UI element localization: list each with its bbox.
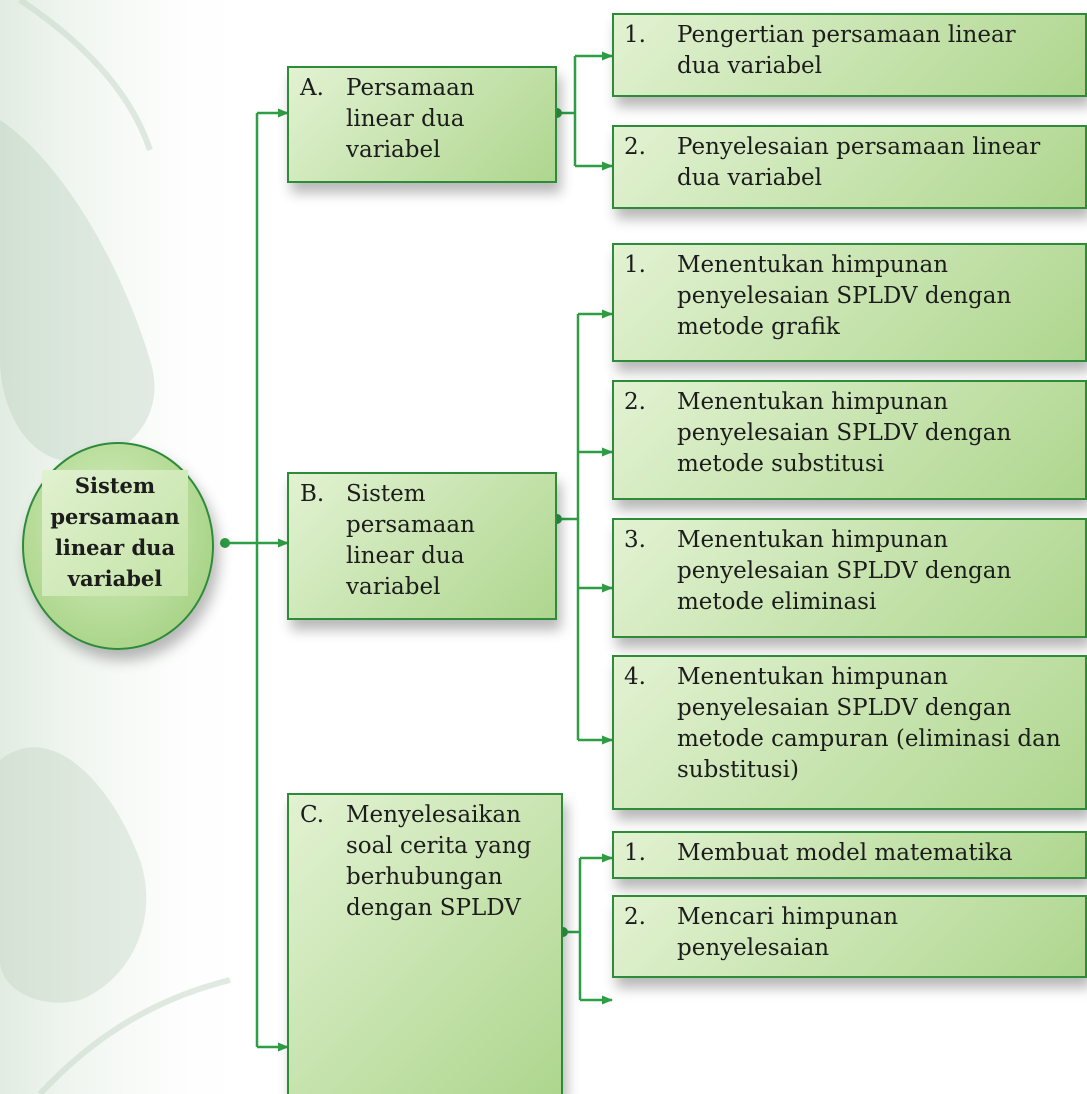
section-a-label: Persamaan linear dua variabel bbox=[346, 75, 475, 163]
item-b4-number: 4. bbox=[624, 664, 646, 690]
section-c-box: C. Menyelesaikan soal cerita yang berhub… bbox=[287, 793, 563, 1094]
item-a1-number: 1. bbox=[624, 22, 646, 48]
item-b4-box: 4. Menentukan himpunan penyelesaian SPLD… bbox=[612, 655, 1087, 810]
item-b2-number: 2. bbox=[624, 389, 646, 415]
item-c1-number: 1. bbox=[624, 840, 646, 866]
root-node-label: Sistem persamaan linear dua variabel bbox=[42, 470, 188, 596]
item-a2-number: 2. bbox=[624, 134, 646, 160]
item-b1-box: 1. Menentukan himpunan penyelesaian SPLD… bbox=[612, 243, 1087, 362]
section-b-letter: B. bbox=[300, 481, 325, 507]
item-b1-number: 1. bbox=[624, 252, 646, 278]
item-b2-label: Menentukan himpunan penyelesaian SPLDV d… bbox=[677, 389, 1012, 477]
item-c2-label: Mencari himpunan penyelesaian bbox=[677, 904, 899, 961]
item-b1-label: Menentukan himpunan penyelesaian SPLDV d… bbox=[677, 252, 1012, 340]
item-a1-box: 1. Pengertian persamaan linear dua varia… bbox=[612, 13, 1087, 97]
section-b-box: B. Sistem persamaan linear dua variabel bbox=[287, 472, 557, 620]
item-b3-box: 3. Menentukan himpunan penyelesaian SPLD… bbox=[612, 518, 1087, 638]
item-a1-label: Pengertian persamaan linear dua variabel bbox=[677, 22, 1016, 79]
item-a2-label: Penyelesaian persamaan linear dua variab… bbox=[677, 134, 1041, 191]
item-b4-label: Menentukan himpunan penyelesaian SPLDV d… bbox=[677, 664, 1061, 783]
section-a-letter: A. bbox=[300, 75, 324, 101]
section-b-label: Sistem persamaan linear dua variabel bbox=[346, 481, 475, 600]
item-c2-box: 2. Mencari himpunan penyelesaian bbox=[612, 895, 1087, 978]
item-c1-label: Membuat model matematika bbox=[677, 840, 1013, 866]
item-c1-box: 1. Membuat model matematika bbox=[612, 831, 1087, 879]
item-c2-number: 2. bbox=[624, 904, 646, 930]
item-b2-box: 2. Menentukan himpunan penyelesaian SPLD… bbox=[612, 380, 1087, 500]
section-c-label: Menyelesaikan soal cerita yang berhubung… bbox=[346, 802, 532, 921]
item-b3-label: Menentukan himpunan penyelesaian SPLDV d… bbox=[677, 527, 1012, 615]
section-c-letter: C. bbox=[300, 802, 325, 828]
item-b3-number: 3. bbox=[624, 527, 646, 553]
section-a-box: A. Persamaan linear dua variabel bbox=[287, 66, 557, 183]
item-a2-box: 2. Penyelesaian persamaan linear dua var… bbox=[612, 125, 1087, 209]
